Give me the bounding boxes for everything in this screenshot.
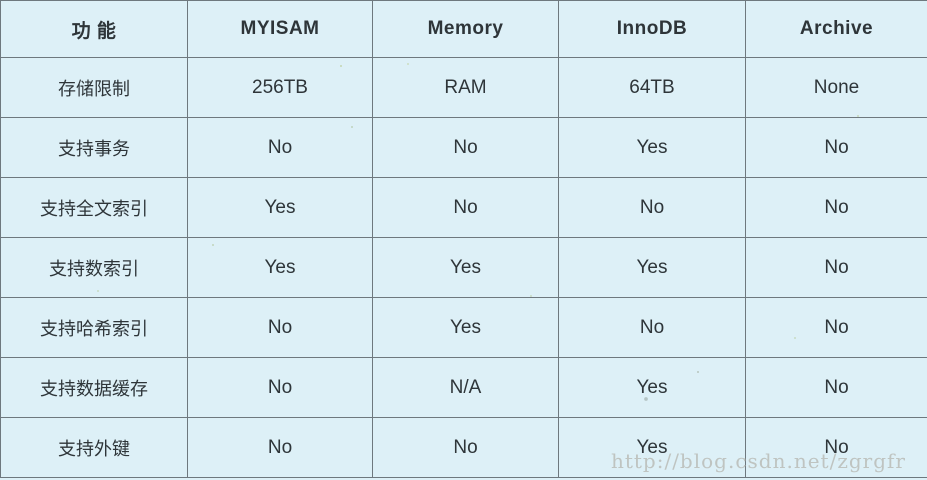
value-cell: 64TB <box>558 57 746 118</box>
value-cell: Yes <box>372 297 559 358</box>
value-cell: No <box>372 417 559 478</box>
value-cell: Yes <box>558 117 746 178</box>
value-cell: No <box>187 117 373 178</box>
value-cell: None <box>745 57 927 118</box>
value-cell: No <box>745 177 927 238</box>
value-cell: No <box>372 177 559 238</box>
value-cell: No <box>745 297 927 358</box>
feature-cell: 支持外键 <box>0 417 188 478</box>
column-header: Archive <box>745 0 927 58</box>
value-cell: No <box>745 237 927 298</box>
value-cell: No <box>558 297 746 358</box>
value-cell: Yes <box>558 417 746 478</box>
column-header: Memory <box>372 0 559 58</box>
value-cell: Yes <box>187 237 373 298</box>
feature-cell: 支持全文索引 <box>0 177 188 238</box>
value-cell: No <box>745 417 927 478</box>
value-cell: No <box>558 177 746 238</box>
value-cell: No <box>187 297 373 358</box>
value-cell: N/A <box>372 357 559 418</box>
feature-cell: 支持哈希索引 <box>0 297 188 358</box>
value-cell: Yes <box>558 357 746 418</box>
value-cell: No <box>187 417 373 478</box>
value-cell: Yes <box>187 177 373 238</box>
value-cell: Yes <box>372 237 559 298</box>
value-cell: Yes <box>558 237 746 298</box>
column-header: 功 能 <box>0 0 188 58</box>
value-cell: RAM <box>372 57 559 118</box>
feature-cell: 支持数据缓存 <box>0 357 188 418</box>
feature-cell: 支持数索引 <box>0 237 188 298</box>
column-header: MYISAM <box>187 0 373 58</box>
value-cell: No <box>187 357 373 418</box>
feature-cell: 存储限制 <box>0 57 188 118</box>
column-header: InnoDB <box>558 0 746 58</box>
feature-cell: 支持事务 <box>0 117 188 178</box>
value-cell: No <box>745 117 927 178</box>
value-cell: No <box>372 117 559 178</box>
value-cell: No <box>745 357 927 418</box>
value-cell: 256TB <box>187 57 373 118</box>
